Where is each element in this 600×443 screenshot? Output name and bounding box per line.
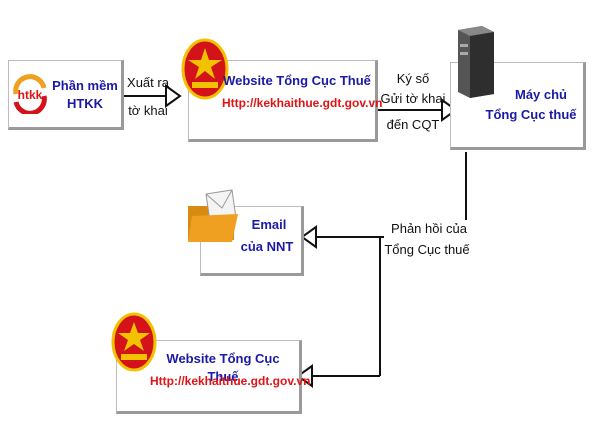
server-icon <box>458 26 494 98</box>
website-top-url[interactable]: Http://kekhaithue.gdt.gov.vn <box>222 96 383 110</box>
email-line1: Email <box>251 217 287 232</box>
website-bottom-url[interactable]: Http://kekhaithue.gdt.gov.vn <box>150 374 311 388</box>
national-emblem-icon <box>181 38 229 100</box>
htkk-box <box>8 60 124 130</box>
website-bottom-title: Website Tổng Cục Thuế <box>166 351 280 384</box>
website-top-title: Website Tổng Cục Thuế <box>223 73 371 88</box>
feedback-label-line1: Phản hồi của <box>384 220 474 238</box>
national-emblem-icon <box>111 312 157 372</box>
email-arrowhead <box>300 225 317 249</box>
feedback-label-line2: Tổng Cục thuế <box>384 242 470 257</box>
export-label-line1: Xuất ra <box>127 75 169 90</box>
server-line1: Máy chủ <box>514 87 567 102</box>
export-arrowhead <box>165 84 182 108</box>
htkk-logo-icon <box>13 74 47 114</box>
sign-label-line1: Ký số <box>396 71 430 86</box>
email-folder-icon <box>188 189 238 242</box>
export-label-line2: tờ khai <box>128 103 168 118</box>
sign-label-line3: đến CQT <box>386 117 440 132</box>
htkk-logo-text: htkk <box>17 88 43 102</box>
htkk-line1: Phần mềm <box>52 78 118 93</box>
sign-label-line2: Gửi tờ khai <box>380 91 446 106</box>
email-line2: của NNT <box>240 239 294 254</box>
server-line2: Tổng Cục thuế <box>485 107 577 122</box>
email-box <box>200 206 304 276</box>
htkk-line2: HTKK <box>66 96 104 111</box>
sign-arrowhead <box>441 98 458 122</box>
website-bottom-arrowhead <box>296 364 313 388</box>
